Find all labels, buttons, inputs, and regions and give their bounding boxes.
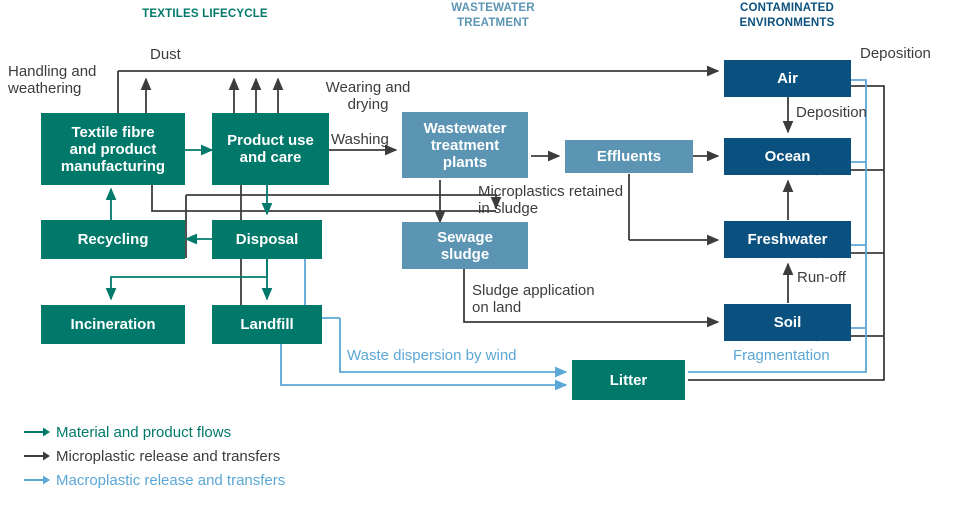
arrow-icon-macroplastic — [22, 473, 56, 487]
edge-label-wearing-line1: Wearing and — [325, 79, 411, 96]
edge-label-dust: Dust — [150, 46, 181, 63]
column-header-wastewater-line2: TREATMENT — [457, 17, 529, 29]
legend-item-macroplastic: Macroplastic release and transfers — [22, 468, 442, 492]
node-wwtp-line3: plants — [442, 153, 488, 171]
node-disposal[interactable]: Disposal — [212, 220, 322, 259]
node-soil-label: Soil — [773, 314, 802, 331]
node-disposal-label: Disposal — [235, 231, 299, 248]
edge-label-handling-line1: Handling and — [8, 63, 97, 80]
node-effluents[interactable]: Effluents — [565, 140, 693, 173]
legend-label-microplastic: Microplastic release and transfers — [56, 447, 281, 465]
node-product-use-line1: Product use — [227, 132, 314, 149]
node-wwtp-line1: Wastewater — [423, 119, 507, 137]
node-product-use-and-care[interactable]: Product use and care — [212, 113, 329, 185]
edge-label-sludge-line2: on land — [472, 299, 522, 316]
legend-label-material-flows: Material and product flows — [56, 423, 232, 441]
node-sewage-sludge-line1: Sewage — [437, 228, 493, 246]
column-header-wastewater: WASTEWATER TREATMENT — [398, 1, 588, 31]
node-soil[interactable]: Soil — [724, 304, 851, 341]
node-landfill-label: Landfill — [240, 316, 294, 333]
node-freshwater[interactable]: Freshwater — [724, 221, 851, 258]
node-air-label: Air — [777, 70, 798, 87]
node-incineration-label: Incineration — [70, 316, 156, 333]
node-textile-fibre-line2: and product — [69, 140, 157, 158]
column-header-textiles: TEXTILES LIFECYCLE — [142, 8, 268, 20]
edge-label-fragmentation: Fragmentation — [733, 347, 830, 364]
node-air[interactable]: Air — [724, 60, 851, 97]
edge-label-deposition-top: Deposition — [860, 45, 931, 62]
legend-item-material-flows: Material and product flows — [22, 420, 442, 444]
node-sewage-sludge[interactable]: Sewage sludge — [402, 222, 528, 269]
edge-label-microplastics-line2: in sludge — [478, 200, 539, 217]
edge-label-run-off: Run-off — [797, 269, 846, 286]
column-header-contaminated-line2: ENVIRONMENTS — [739, 17, 835, 29]
legend: Material and product flows Microplastic … — [22, 420, 442, 492]
edge-label-washing: Washing — [331, 131, 389, 148]
node-landfill[interactable]: Landfill — [212, 305, 322, 344]
node-recycling[interactable]: Recycling — [41, 220, 185, 259]
node-textile-fibre-line3: manufacturing — [60, 157, 166, 175]
column-header-contaminated-line1: CONTAMINATED — [740, 2, 834, 14]
node-ocean[interactable]: Ocean — [724, 138, 851, 175]
column-header-wastewater-line1: WASTEWATER — [451, 2, 535, 14]
node-litter-label: Litter — [609, 371, 648, 389]
edge-label-deposition-air-ocean: Deposition — [796, 104, 867, 121]
node-wwtp-line2: treatment — [430, 136, 500, 154]
node-ocean-label: Ocean — [764, 148, 811, 165]
node-freshwater-label: Freshwater — [747, 231, 828, 248]
column-header-contaminated: CONTAMINATED ENVIRONMENTS — [692, 1, 882, 31]
edge-label-wearing-drying: Wearing and drying — [308, 79, 428, 113]
material-edges — [105, 144, 273, 301]
edge-label-sludge-line1: Sludge application — [472, 282, 595, 299]
node-sewage-sludge-line2: sludge — [440, 245, 490, 263]
legend-label-macroplastic: Macroplastic release and transfers — [56, 471, 286, 489]
arrow-icon-material — [22, 425, 56, 439]
node-textile-fibre-manufacturing[interactable]: Textile fibre and product manufacturing — [41, 113, 185, 185]
edge-label-sludge-application: Sludge application on land — [472, 282, 595, 316]
edge-label-waste-dispersion: Waste dispersion by wind — [347, 347, 517, 364]
legend-item-microplastic: Microplastic release and transfers — [22, 444, 442, 468]
edge-label-handling-weathering: Handling and weathering — [8, 63, 96, 97]
node-incineration[interactable]: Incineration — [41, 305, 185, 344]
node-effluents-label: Effluents — [596, 148, 662, 165]
edge-label-wearing-line2: drying — [347, 96, 389, 113]
node-recycling-label: Recycling — [77, 231, 149, 248]
edge-label-microplastics-line1: Microplastics retained — [478, 183, 624, 200]
node-litter[interactable]: Litter — [572, 360, 685, 400]
edge-label-handling-line2: weathering — [8, 80, 82, 97]
node-textile-fibre-line1: Textile fibre — [71, 123, 155, 141]
edge-label-microplastics-retained: Microplastics retained in sludge — [478, 183, 623, 217]
node-product-use-line2: and care — [239, 149, 302, 166]
node-wastewater-treatment-plants[interactable]: Wastewater treatment plants — [402, 112, 528, 178]
arrow-icon-microplastic — [22, 449, 56, 463]
